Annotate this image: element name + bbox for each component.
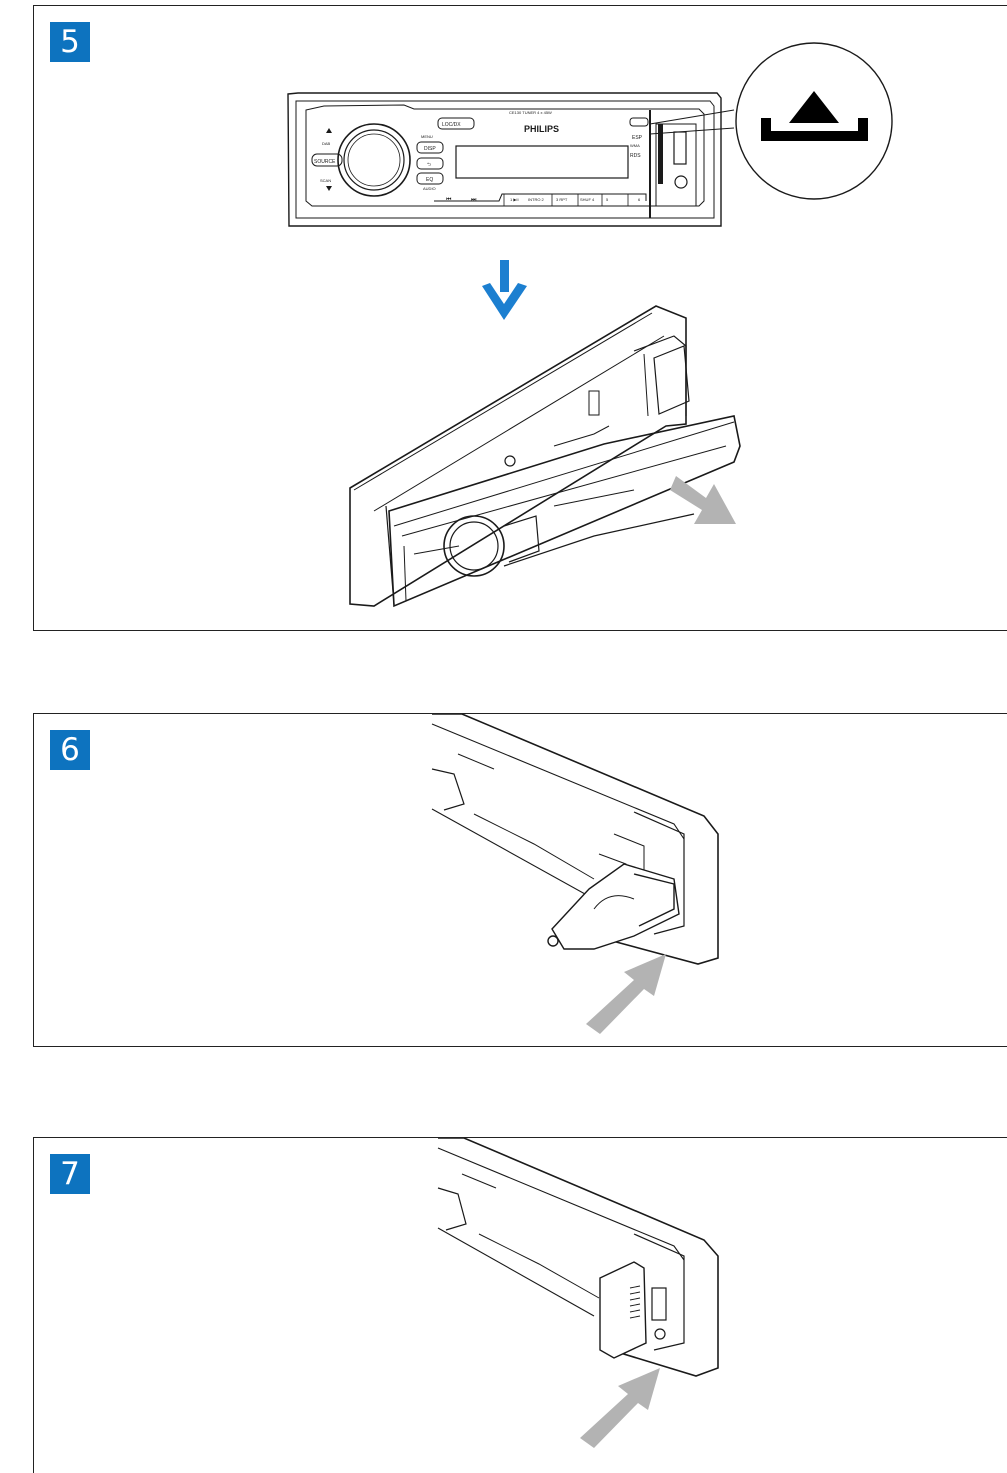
step-5-illustration: PHILIPS CE130 TUNER 4 x 45W LOC/DX SOURC… xyxy=(287,42,893,608)
preset-2-label: INTRO 2 xyxy=(528,197,545,202)
rds-label: RDS xyxy=(630,153,641,159)
back-button-label: ⮌ xyxy=(427,161,431,168)
step-7-illustration xyxy=(437,1138,719,1448)
preset-6-label: 6 xyxy=(638,197,641,202)
eject-icon xyxy=(761,91,868,141)
usb-drive xyxy=(547,863,680,950)
preset-4-label: SHUF 4 xyxy=(580,197,595,202)
preset-3-label: 3 RPT xyxy=(556,197,568,202)
disp-button-label: DISP xyxy=(424,146,436,152)
step-5-badge: 5 xyxy=(50,22,90,62)
audio-label: AUDIO xyxy=(423,186,436,191)
down-arrow-icon xyxy=(482,260,527,320)
menu-label: MENU xyxy=(421,134,433,139)
prev-button-label: ⏮ xyxy=(446,197,452,203)
wma-label: WMA xyxy=(630,143,640,148)
loc-dx-button-label: LOC/DX xyxy=(442,122,461,128)
radio-front-labels: PHILIPS CE130 TUNER 4 x 45W LOC/DX SOURC… xyxy=(314,110,643,203)
push-arrow-icon xyxy=(670,476,736,524)
radio-front-panel xyxy=(287,92,722,227)
radio-body-sd xyxy=(437,1138,719,1377)
push-arrow-icon xyxy=(586,954,666,1034)
step-6-panel: 6 xyxy=(33,713,1007,1047)
next-button-label: ⏭ xyxy=(471,197,477,203)
up-arrow-icon xyxy=(326,128,332,133)
down-small-arrow-icon xyxy=(326,186,332,191)
scan-label: SCAN xyxy=(320,178,331,183)
sd-card xyxy=(599,1261,647,1359)
eject-callout xyxy=(649,42,893,200)
brand-label: PHILIPS xyxy=(524,124,559,134)
source-button-label: SOURCE xyxy=(314,159,336,165)
step-6-badge: 6 xyxy=(50,730,90,770)
esp-label: ESP xyxy=(632,135,643,141)
push-arrow-icon xyxy=(580,1368,660,1448)
preset-1-label: 1 ▶II xyxy=(510,197,519,202)
dab-label: DAB xyxy=(322,141,331,146)
model-label: CE130 TUNER 4 x 45W xyxy=(509,110,552,115)
step-7-badge: 7 xyxy=(50,1154,90,1194)
step-5-panel: 5 P xyxy=(33,5,1007,631)
preset-5-label: 5 xyxy=(606,197,609,202)
step-6-illustration xyxy=(431,714,719,1034)
radio-detach-illustration xyxy=(349,305,741,608)
eq-button-label: EQ xyxy=(426,177,433,183)
step-7-panel: 7 xyxy=(33,1137,1007,1473)
